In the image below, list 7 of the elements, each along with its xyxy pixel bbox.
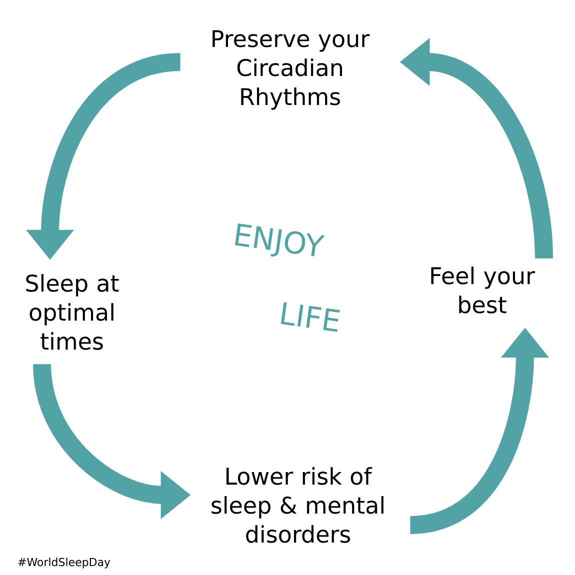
node-text: Lower risk of sleep & mental disorders [212, 467, 384, 543]
node-text: Preserve your Circadian Rhythms [212, 30, 370, 110]
node-text: Feel your best [431, 266, 536, 314]
hashtag-text: #WorldSleepDay [18, 558, 110, 568]
center-text: ENJOY [234, 224, 325, 256]
center-text: LIFE [280, 302, 340, 332]
node-text: Sleep at optimal times [26, 274, 119, 350]
